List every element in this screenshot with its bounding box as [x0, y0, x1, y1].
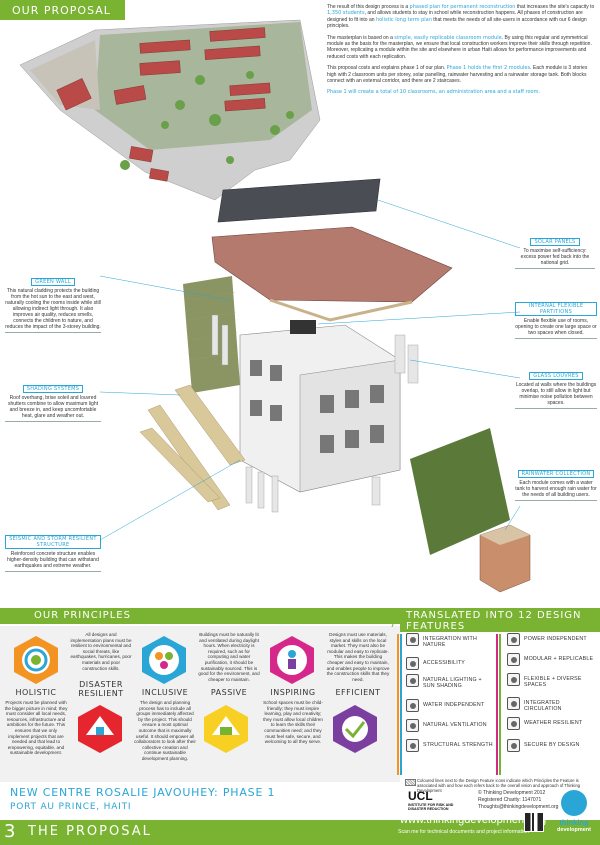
principle-disaster-resilient: All designs and implementation plans mus… [70, 632, 132, 698]
feature-integrated-circulation: INTEGRATED CIRCULATION [507, 697, 596, 712]
weather-icon [507, 717, 520, 730]
wind-icon [406, 719, 419, 732]
intro-text: The result of this design process is a p… [327, 4, 595, 101]
shading-boards [139, 384, 246, 511]
website-link[interactable]: www.thinkingdevelopment.org [400, 814, 547, 826]
proposal-illustration [19, 19, 531, 593]
copyright-block: © Thinking Development 2012 Registered C… [478, 790, 558, 811]
power-icon [507, 633, 520, 646]
feature-water-independent: WATER INDEPENDENT [406, 699, 495, 712]
copyright-text: © Thinking Development 2012 [478, 790, 546, 796]
logo-swirl-icon [561, 790, 587, 816]
charity-number: Registered Charity: 1147071 [478, 797, 542, 803]
solar-panels-layer [217, 178, 381, 223]
feature-accessibility: ACCESSIBILITY [406, 657, 495, 670]
principle-holistic: HOLISTIC Projects must be planned with t… [4, 688, 68, 756]
feature-integration-with-nature: INTEGRATION WITH NATURE [406, 633, 495, 648]
louvre-panels [211, 314, 419, 513]
green-wall-right [410, 428, 510, 555]
structure-icon [406, 739, 419, 752]
proposal-footer-banner: 3 THE PROPOSAL [0, 820, 600, 845]
building-structure [239, 324, 401, 493]
feature-weather-resilient: WEATHER RESILIENT [507, 717, 596, 730]
rainwater-tank [479, 524, 531, 593]
our-proposal-banner: OUR PROPOSAL [0, 0, 125, 20]
page-title: THE PROPOSAL [28, 824, 152, 839]
intro-paragraph-2: The masterplan is based on a simple, eas… [327, 34, 592, 60]
project-title: NEW CENTRE ROSALIE JAVOUHEY: PHASE 1 [10, 786, 276, 799]
masterplan-site [19, 19, 321, 201]
accessibility-icon [406, 657, 419, 670]
modular-icon [507, 653, 520, 666]
principle-inclusive: INCLUSIVE The design and planning proces… [134, 688, 196, 761]
circulation-icon [507, 697, 520, 710]
feature-legend: Coloured lines next to the Design Featur… [405, 778, 595, 793]
principles-banner: OUR PRINCIPLES TRANSLATED INTO 12 DESIGN… [0, 608, 600, 632]
scan-instruction: Scan me for technical documents and proj… [398, 829, 529, 835]
our-principles-title: OUR PRINCIPLES [28, 610, 137, 621]
flexible-space-icon [507, 673, 520, 686]
water-drop-icon [406, 699, 419, 712]
principle-passive: Buildings must be naturally lit and vent… [198, 632, 260, 697]
intro-paragraph-4: Phase 1 will create a total of 10 classr… [327, 89, 541, 96]
thinking-development-logo: thinking development [552, 790, 596, 833]
feature-modular-replicable: MODULAR + REPLICABLE [507, 653, 596, 666]
lock-icon [507, 739, 520, 752]
principle-efficient: Designs must use materials, styles and s… [326, 632, 390, 697]
our-proposal-title: OUR PROPOSAL [12, 4, 111, 17]
project-location: PORT AU PRINCE, HAITI [10, 802, 132, 812]
feature-power-independent: POWER INDEPENDENT [507, 633, 596, 646]
feature-structural-strength: STRUCTURAL STRENGTH [406, 739, 495, 752]
qr-code-icon[interactable] [524, 812, 544, 832]
feature-flexible-spaces: FLEXIBLE + DIVERSE SPACES [507, 673, 596, 688]
ucl-logo: UCL INSTITUTE FOR RISK AND DISASTER REDU… [408, 789, 454, 811]
feature-secure-by-design: SECURE BY DESIGN [507, 739, 596, 752]
design-features-title: TRANSLATED INTO 12 DESIGN FEATURES [400, 610, 600, 632]
sun-icon [406, 674, 419, 687]
nature-icon [406, 633, 419, 646]
intro-paragraph-3: This proposal costs and explains phase 1… [327, 65, 588, 85]
feature-natural-ventilation: NATURAL VENTILATION [406, 719, 495, 732]
principle-inspiring: INSPIRING School spaces must be child-fr… [263, 688, 323, 745]
internal-partition [290, 320, 316, 334]
feature-natural-lighting: NATURAL LIGHTING + SUN SHADING [406, 674, 495, 689]
page-number: 3 [4, 821, 17, 842]
contact-email[interactable]: Thoughts@thinkingdevelopment.org [478, 804, 559, 810]
intro-paragraph-1: The result of this design process is a p… [327, 4, 595, 30]
project-title-block: NEW CENTRE ROSALIE JAVOUHEY: PHASE 1 POR… [10, 786, 275, 812]
